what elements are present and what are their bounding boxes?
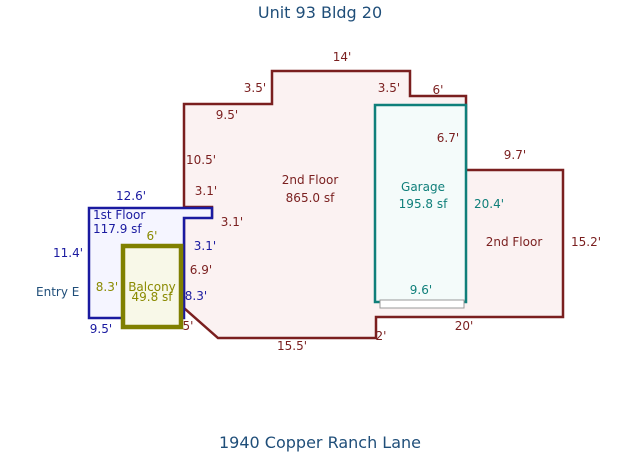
dim-balcony-top: 6' xyxy=(147,229,158,243)
dim-garage-right: 20.4' xyxy=(474,197,504,211)
dim-left-lower: 6.9' xyxy=(190,263,212,277)
garage-label: Garage xyxy=(401,180,445,194)
dim-garage-bottom: 9.6' xyxy=(410,283,432,297)
dim-step-right: 3.5' xyxy=(378,81,400,95)
entry-label: Entry E xyxy=(36,285,79,299)
second-floor-outline xyxy=(182,69,565,340)
garage-area: 195.8 sf xyxy=(399,197,448,211)
dim-bottom-left: 15.5' xyxy=(277,339,307,353)
balcony-area: 49.8 sf xyxy=(131,290,173,304)
dim-left-a: 3.1' xyxy=(195,184,217,198)
second-floor-main-label: 2nd Floor xyxy=(282,173,339,187)
dim-right-top: 9.7' xyxy=(504,148,526,162)
dim-garage-upper-right: 6.7' xyxy=(437,131,459,145)
dim-left-b: 3.1' xyxy=(221,215,243,229)
dim-garage-top: 6' xyxy=(433,83,444,97)
dim-left-c: 3.1' xyxy=(194,239,216,253)
dim-bottom-step: 2' xyxy=(376,329,387,343)
dim-left-upper: 10.5' xyxy=(186,153,216,167)
dim-first-right-low: 8.3' xyxy=(185,289,207,303)
dim-first-top: 12.6' xyxy=(116,189,146,203)
dim-upper-left: 9.5' xyxy=(216,108,238,122)
second-floor-right-label: 2nd Floor xyxy=(486,235,543,249)
dim-bottom-right: 20' xyxy=(455,319,474,333)
plan-title: Unit 93 Bldg 20 xyxy=(257,3,383,22)
first-floor-label: 1st Floor xyxy=(93,208,145,222)
dim-diag: 5' xyxy=(183,319,194,333)
second-floor-main-area: 865.0 sf xyxy=(286,191,335,205)
balcony-outline xyxy=(120,243,184,330)
dim-balcony-left: 8.3' xyxy=(96,280,118,294)
dim-step-left: 3.5' xyxy=(244,81,266,95)
garage-door xyxy=(379,299,465,309)
balcony-label: Balcony xyxy=(128,280,176,294)
dim-first-bottom: 9.5' xyxy=(90,322,112,336)
address: 1940 Copper Ranch Lane xyxy=(218,433,422,452)
first-floor-area: 117.9 sf xyxy=(93,222,142,236)
garage-outline xyxy=(373,103,468,304)
dim-right: 15.2' xyxy=(571,235,601,249)
dim-top: 14' xyxy=(333,50,352,64)
dim-first-left: 11.4' xyxy=(53,246,83,260)
